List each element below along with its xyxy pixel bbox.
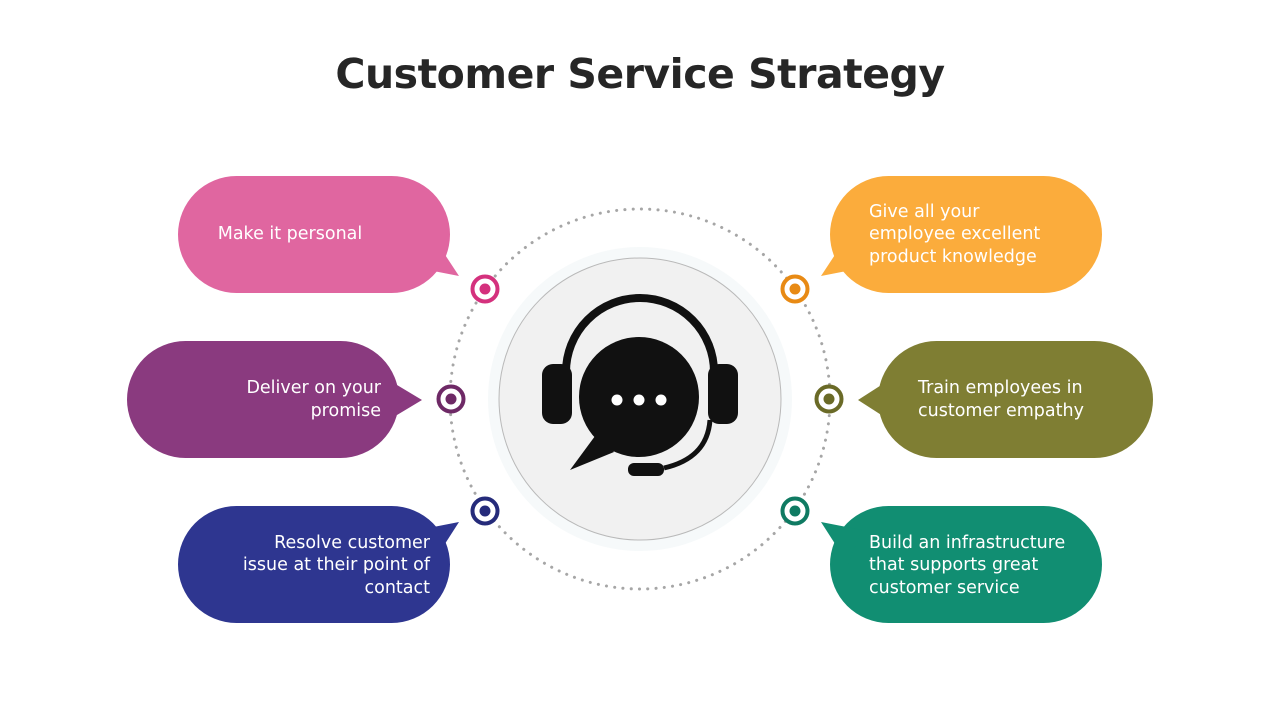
marker-make-it-personal [470, 274, 500, 304]
marker-resolve-customer-issue [470, 496, 500, 526]
text-make-it-personal: Make it personal [217, 224, 363, 245]
text-build-infrastructure: Build an infrastructure that supports gr… [869, 532, 1066, 598]
text-resolve-customer-issue: Resolve customer issue at their point of… [242, 532, 430, 598]
bubble-deliver-on-your-promise [127, 341, 422, 458]
text-give-product-knowledge: Give all your employee excellent product… [869, 201, 1041, 267]
text-deliver-on-your-promise: Deliver on your promise [246, 378, 381, 421]
bubble-train-empathy [858, 341, 1153, 458]
marker-deliver-on-your-promise [436, 384, 466, 414]
marker-give-product-knowledge [780, 274, 810, 304]
marker-build-infrastructure [780, 496, 810, 526]
text-train-empathy: Train employees in customer empathy [918, 378, 1084, 421]
slide-title: Customer Service Strategy [335, 50, 945, 98]
bubble-make-it-personal [178, 176, 459, 293]
bubble-give-product-knowledge [821, 176, 1102, 293]
marker-train-empathy [814, 384, 844, 414]
headset-chat-icon [542, 294, 738, 476]
bubble-build-infrastructure [821, 506, 1102, 623]
bubble-resolve-customer-issue [178, 506, 459, 623]
